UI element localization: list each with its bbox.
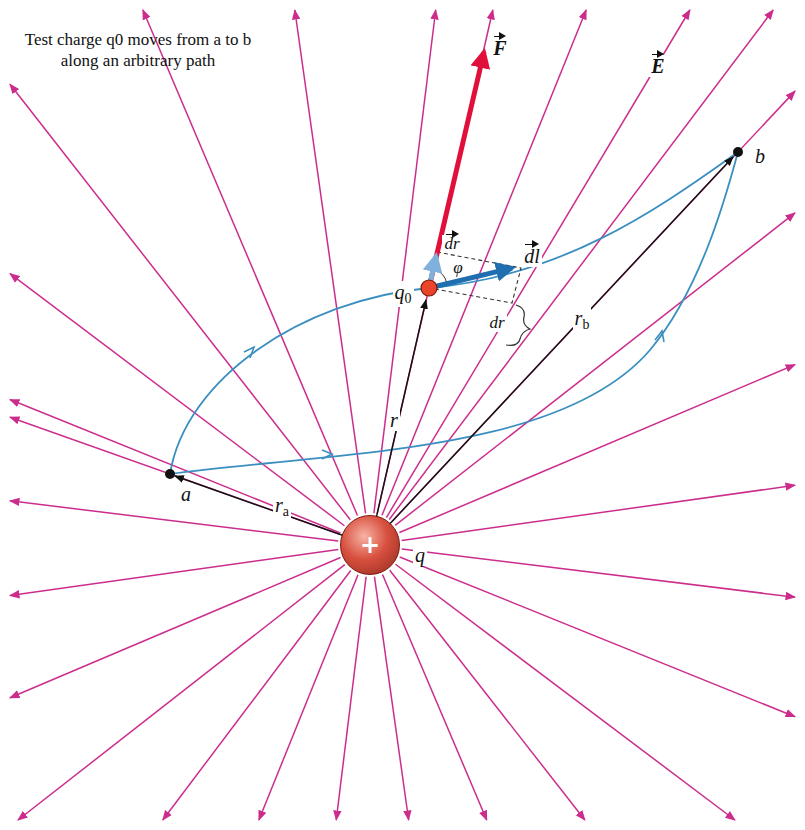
force-label: F bbox=[491, 37, 508, 59]
field-line bbox=[400, 557, 795, 717]
field-line bbox=[10, 558, 341, 698]
point-b-label: b bbox=[753, 145, 767, 167]
upper-path bbox=[170, 152, 738, 474]
field-line bbox=[396, 564, 735, 820]
field-line bbox=[386, 10, 689, 518]
lower-path bbox=[170, 152, 738, 474]
field-line bbox=[399, 365, 795, 533]
field-line bbox=[10, 549, 338, 595]
path-chevron bbox=[244, 347, 254, 358]
dl-vector bbox=[429, 268, 512, 288]
path-chevron bbox=[322, 450, 332, 459]
field-line bbox=[295, 10, 366, 513]
rb-vector bbox=[370, 157, 733, 545]
field-line bbox=[10, 274, 344, 526]
field-line bbox=[163, 571, 351, 820]
dr-brace bbox=[506, 305, 530, 345]
caption-note: Test charge q0 moves from a to b along a… bbox=[6, 29, 270, 72]
field-line bbox=[382, 10, 586, 515]
dl-label: dl bbox=[522, 245, 542, 267]
ra-label: ra bbox=[273, 494, 291, 520]
field-line bbox=[336, 577, 366, 820]
charge-label: q bbox=[413, 544, 427, 566]
field-line bbox=[395, 213, 795, 525]
field-line bbox=[10, 84, 350, 520]
field-line bbox=[10, 417, 340, 534]
dr-vector-label: dr bbox=[442, 235, 461, 254]
r-label: r bbox=[388, 409, 400, 431]
path-chevron bbox=[655, 331, 664, 342]
angle-label: φ bbox=[451, 259, 464, 278]
point-a bbox=[165, 469, 175, 479]
field-line bbox=[374, 577, 408, 820]
field-line bbox=[374, 10, 436, 513]
field-line bbox=[383, 574, 487, 820]
r-vector bbox=[370, 300, 426, 545]
force-vector bbox=[429, 52, 484, 288]
point-b bbox=[733, 147, 743, 157]
field-line bbox=[402, 485, 795, 540]
source-charge: + bbox=[340, 515, 400, 575]
test-charge-label: q0 bbox=[393, 281, 414, 307]
field-line bbox=[143, 10, 358, 516]
field-line bbox=[390, 570, 585, 820]
test-charge bbox=[421, 280, 437, 296]
field-line bbox=[18, 565, 345, 820]
field-line bbox=[259, 575, 358, 820]
field-line bbox=[389, 10, 773, 519]
construction-lines bbox=[429, 252, 521, 303]
rb-label: rb bbox=[573, 307, 592, 333]
point-a-label: a bbox=[179, 483, 193, 505]
field-line bbox=[402, 549, 795, 597]
dr-label: dr bbox=[487, 314, 506, 333]
field-lines bbox=[10, 10, 795, 820]
charge-sign: + bbox=[360, 531, 380, 559]
field-line bbox=[10, 400, 340, 533]
field-label: E bbox=[649, 55, 666, 77]
